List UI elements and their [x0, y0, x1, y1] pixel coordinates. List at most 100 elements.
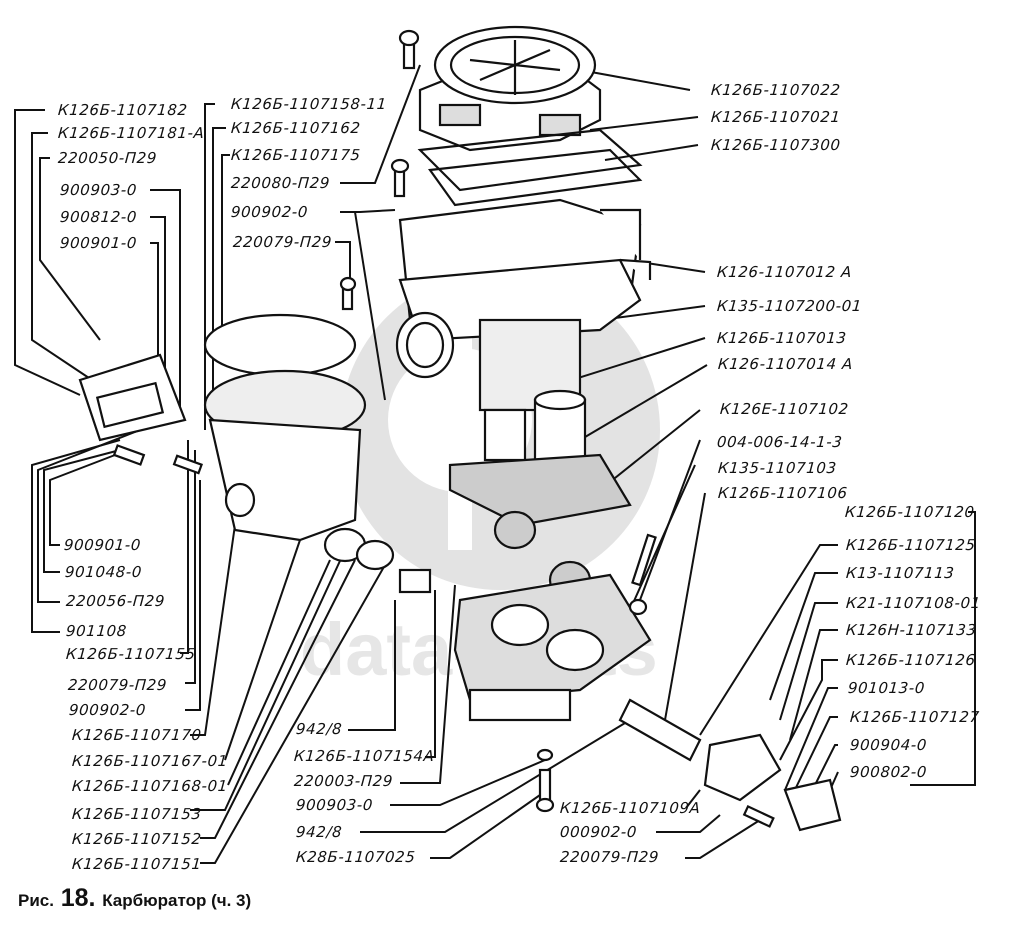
- part-label: К126Б-1107153: [71, 805, 203, 823]
- figure-caption: Рис. 18. Карбюратор (ч. 3): [18, 884, 251, 913]
- part-label: К126Б-1107300: [710, 136, 842, 154]
- leader-line: [656, 814, 721, 833]
- part-label: К126Б-1107125: [845, 536, 977, 554]
- choke-assembly: [618, 698, 842, 832]
- leader-line: [589, 116, 699, 131]
- gasket: [417, 128, 643, 192]
- part-label: К126Б-1107158-11: [230, 95, 388, 113]
- part-label: К126Б-1107120: [844, 503, 976, 521]
- part-label: К126Б-1107106: [717, 484, 849, 502]
- part-label: К126Б-1107181-А: [57, 124, 206, 142]
- part-label: К126Б-1107013: [716, 329, 848, 347]
- part-label: 942/8: [295, 823, 343, 841]
- leader-line: [685, 789, 701, 809]
- caption-title: Карбюратор (ч. 3): [102, 891, 252, 910]
- leader-line: [779, 659, 838, 761]
- part-label: 901013-0: [847, 679, 926, 697]
- part-label: К126Б-1107175: [230, 146, 362, 164]
- leader-line: [31, 132, 93, 381]
- leader-line: [340, 209, 396, 213]
- leader-line: [185, 450, 196, 684]
- carburetor-body: [395, 198, 652, 412]
- leader-line: [180, 440, 189, 654]
- part-label: 900902-0: [68, 701, 147, 719]
- leader-line: [910, 511, 976, 786]
- leader-line: [185, 480, 201, 711]
- leader-line: [224, 539, 301, 761]
- part-label: К126Б-1107168-01: [71, 777, 229, 795]
- part-label: К126Б-1107022: [710, 81, 842, 99]
- part-label: К126Б-1107170: [71, 726, 203, 744]
- leader-line: [31, 439, 121, 633]
- part-label: К126Б-1107162: [230, 119, 362, 137]
- leader-line: [39, 157, 101, 341]
- leader-line: [348, 600, 396, 731]
- leader-line: [579, 69, 691, 91]
- leader-line: [699, 544, 838, 736]
- leader-line: [430, 794, 541, 859]
- accelerator-pump: [203, 313, 367, 542]
- leader-line: [579, 364, 708, 441]
- part-label: 900903-0: [295, 796, 374, 814]
- leader-line: [784, 687, 838, 791]
- gasket: [428, 148, 643, 207]
- part-label: К126Б-1107182: [57, 101, 189, 119]
- parts: [78, 25, 842, 832]
- part-label: 900903-0: [59, 181, 138, 199]
- part-label: К126Б-1107154А: [293, 747, 436, 765]
- leader-line: [789, 629, 838, 741]
- leader-line: [425, 590, 436, 758]
- leader-line: [390, 759, 546, 806]
- watermark-stem: [448, 330, 472, 550]
- part-label: К126Б-1107155: [65, 645, 197, 663]
- part-label: 942/8: [295, 720, 343, 738]
- part-label: К126Б-1107167-01: [71, 752, 229, 770]
- leader-line: [779, 602, 838, 721]
- part-label: К135-1107103: [717, 459, 838, 477]
- leader-line: [227, 559, 331, 786]
- part-label: К126Б-1107021: [710, 108, 842, 126]
- part-label: К126Н-1107133: [845, 621, 978, 639]
- leader-line: [150, 189, 181, 410]
- leader-line: [360, 719, 631, 833]
- leader-line: [150, 216, 166, 420]
- leader-line: [340, 64, 421, 184]
- lower-gasket: [448, 453, 632, 527]
- part-label: К126Б-1107151: [71, 855, 203, 873]
- part-label: 900904-0: [849, 736, 928, 754]
- leader-line: [150, 242, 159, 370]
- leader-lines: [14, 64, 976, 864]
- part-label: К126Е-1107102: [719, 400, 850, 418]
- spring: [355, 539, 395, 571]
- part-label: 900812-0: [59, 208, 138, 226]
- part-label: 900802-0: [849, 763, 928, 781]
- venturi-tubes: [483, 389, 587, 462]
- leader-line: [221, 154, 230, 360]
- part-label: 220079-П29: [67, 676, 168, 694]
- leader-line: [769, 572, 838, 701]
- leader-line: [37, 429, 141, 603]
- part-label: К126Б-1107127: [849, 708, 981, 726]
- part-label: К126Б-1107109А: [559, 799, 702, 817]
- part-label: К126Б-1107126: [845, 651, 977, 669]
- leader-line: [354, 211, 386, 401]
- throttle-plate: [493, 510, 537, 550]
- leader-line: [204, 103, 215, 430]
- leader-line: [789, 716, 838, 801]
- leader-line: [200, 564, 386, 864]
- leader-line: [664, 492, 706, 721]
- part-label: 900902-0: [230, 203, 309, 221]
- screws: [112, 29, 775, 828]
- leader-line: [14, 109, 81, 396]
- part-label: 901108: [65, 622, 128, 640]
- figure-number: 18.: [60, 884, 96, 912]
- part-label: 000902-0: [559, 823, 638, 841]
- part-label: 220003-П29: [293, 772, 394, 790]
- part-label: 900901-0: [59, 234, 138, 252]
- part-label: 004-006-14-1-3: [716, 433, 844, 451]
- leader-line: [43, 449, 121, 573]
- part-label: 220079-П29: [559, 848, 660, 866]
- leader-line: [685, 819, 761, 859]
- air-horn-cover: [418, 25, 602, 152]
